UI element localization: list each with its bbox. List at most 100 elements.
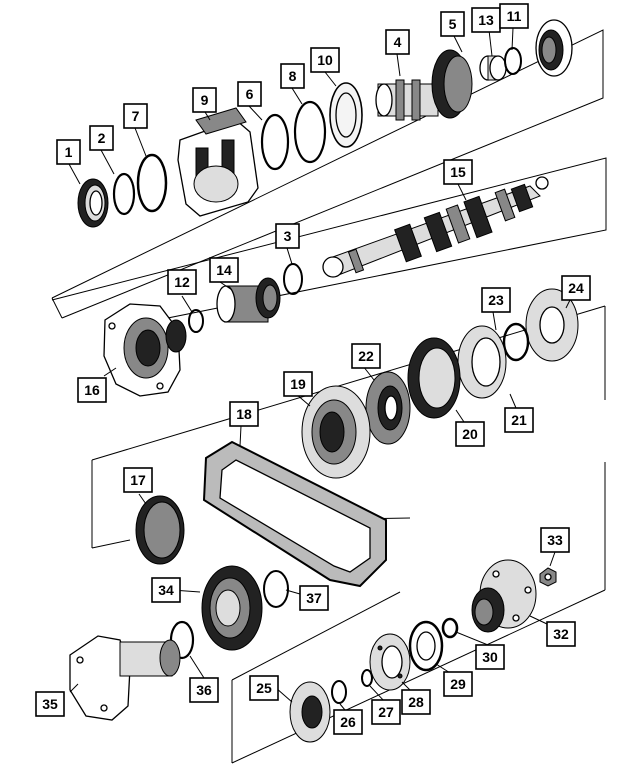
callout-35: 35 <box>35 691 65 717</box>
callout-14: 14 <box>209 257 239 283</box>
callout-9: 9 <box>192 87 217 113</box>
callout-28: 28 <box>401 689 431 715</box>
callout-37: 37 <box>299 585 329 611</box>
callout-8: 8 <box>280 63 305 89</box>
part-output-shaft-housing <box>69 635 181 721</box>
svg-text:3: 3 <box>284 228 292 244</box>
callout-23: 23 <box>481 287 511 313</box>
callout-30: 30 <box>475 644 505 670</box>
svg-text:20: 20 <box>462 426 478 442</box>
part-large-bearing <box>301 385 371 479</box>
part-mainshaft <box>322 176 549 278</box>
callout-29: 29 <box>443 671 473 697</box>
part-sun-gear <box>375 49 473 121</box>
svg-text:14: 14 <box>216 262 232 278</box>
callout-18: 18 <box>229 401 259 427</box>
svg-text:35: 35 <box>42 696 58 712</box>
svg-text:15: 15 <box>450 164 466 180</box>
svg-text:16: 16 <box>84 382 100 398</box>
part-snap-ring-small <box>112 172 136 216</box>
svg-text:34: 34 <box>158 582 174 598</box>
part-driven-sprocket <box>201 565 263 651</box>
part-seal <box>77 178 109 228</box>
part-splined-hub <box>216 277 281 323</box>
svg-text:21: 21 <box>511 412 527 428</box>
svg-text:10: 10 <box>317 52 333 68</box>
callout-7: 7 <box>123 103 148 129</box>
callout-27: 27 <box>371 699 401 725</box>
part-thrust-washer <box>136 153 168 213</box>
leader-lines <box>68 27 573 711</box>
svg-text:6: 6 <box>246 86 254 102</box>
part-ring-tiny <box>331 680 347 704</box>
part-bearing-race <box>457 325 507 399</box>
part-bearing-small <box>365 371 411 445</box>
callout-21: 21 <box>504 407 534 433</box>
svg-text:12: 12 <box>174 274 190 290</box>
callout-5: 5 <box>440 11 465 37</box>
part-plate <box>329 82 363 148</box>
part-nut <box>539 567 557 587</box>
svg-text:27: 27 <box>378 704 394 720</box>
callout-15: 15 <box>443 159 473 185</box>
callout-32: 32 <box>546 621 576 647</box>
callout-6: 6 <box>237 81 262 107</box>
svg-text:5: 5 <box>449 16 457 32</box>
svg-text:30: 30 <box>482 649 498 665</box>
callout-22: 22 <box>351 343 381 369</box>
part-output-bearing <box>289 681 331 743</box>
svg-text:36: 36 <box>196 682 212 698</box>
part-snap-ring-shaft <box>283 263 303 295</box>
svg-text:24: 24 <box>568 280 584 296</box>
part-ring <box>504 47 522 75</box>
part-input-housing <box>103 303 187 397</box>
svg-text:19: 19 <box>290 376 306 392</box>
part-small-ring <box>188 309 204 333</box>
svg-text:18: 18 <box>236 406 252 422</box>
callout-10: 10 <box>310 47 340 73</box>
callout-19: 19 <box>283 371 313 397</box>
svg-text:7: 7 <box>132 108 140 124</box>
svg-text:29: 29 <box>450 676 466 692</box>
part-clip <box>361 669 373 687</box>
svg-text:1: 1 <box>65 144 73 160</box>
callout-11: 11 <box>499 3 529 29</box>
svg-text:2: 2 <box>98 130 106 146</box>
part-bushing <box>479 55 507 81</box>
part-companion-flange <box>471 559 537 633</box>
part-thrust-plate <box>525 288 579 362</box>
callout-33: 33 <box>540 527 570 553</box>
part-oil-pump <box>369 633 411 691</box>
svg-text:22: 22 <box>358 348 374 364</box>
svg-text:26: 26 <box>340 714 356 730</box>
svg-text:11: 11 <box>507 8 522 24</box>
callout-36: 36 <box>189 677 219 703</box>
part-snap-ring-output <box>263 570 289 608</box>
callout-16: 16 <box>77 377 107 403</box>
callout-3: 3 <box>275 223 300 249</box>
svg-text:37: 37 <box>306 590 322 606</box>
svg-text:28: 28 <box>408 694 424 710</box>
part-sprocket <box>135 495 185 565</box>
part-o-ring <box>441 617 459 639</box>
part-annulus-gear <box>535 19 573 77</box>
callout-1: 1 <box>56 139 81 165</box>
callout-17: 17 <box>123 467 153 493</box>
callout-2: 2 <box>89 125 114 151</box>
part-drive-chain <box>202 440 387 588</box>
svg-text:4: 4 <box>394 34 402 50</box>
callout-34: 34 <box>151 577 181 603</box>
callout-12: 12 <box>167 269 197 295</box>
part-ring-small <box>502 322 530 362</box>
svg-text:8: 8 <box>289 68 297 84</box>
part-clutch-drum <box>407 337 461 419</box>
part-snap-ring-medium <box>260 113 290 171</box>
svg-text:17: 17 <box>130 472 146 488</box>
svg-text:33: 33 <box>547 532 563 548</box>
callout-24: 24 <box>561 275 591 301</box>
callout-25: 25 <box>249 675 279 701</box>
callout-4: 4 <box>385 29 410 55</box>
callout-20: 20 <box>455 421 485 447</box>
part-pump-rotor <box>408 620 444 672</box>
